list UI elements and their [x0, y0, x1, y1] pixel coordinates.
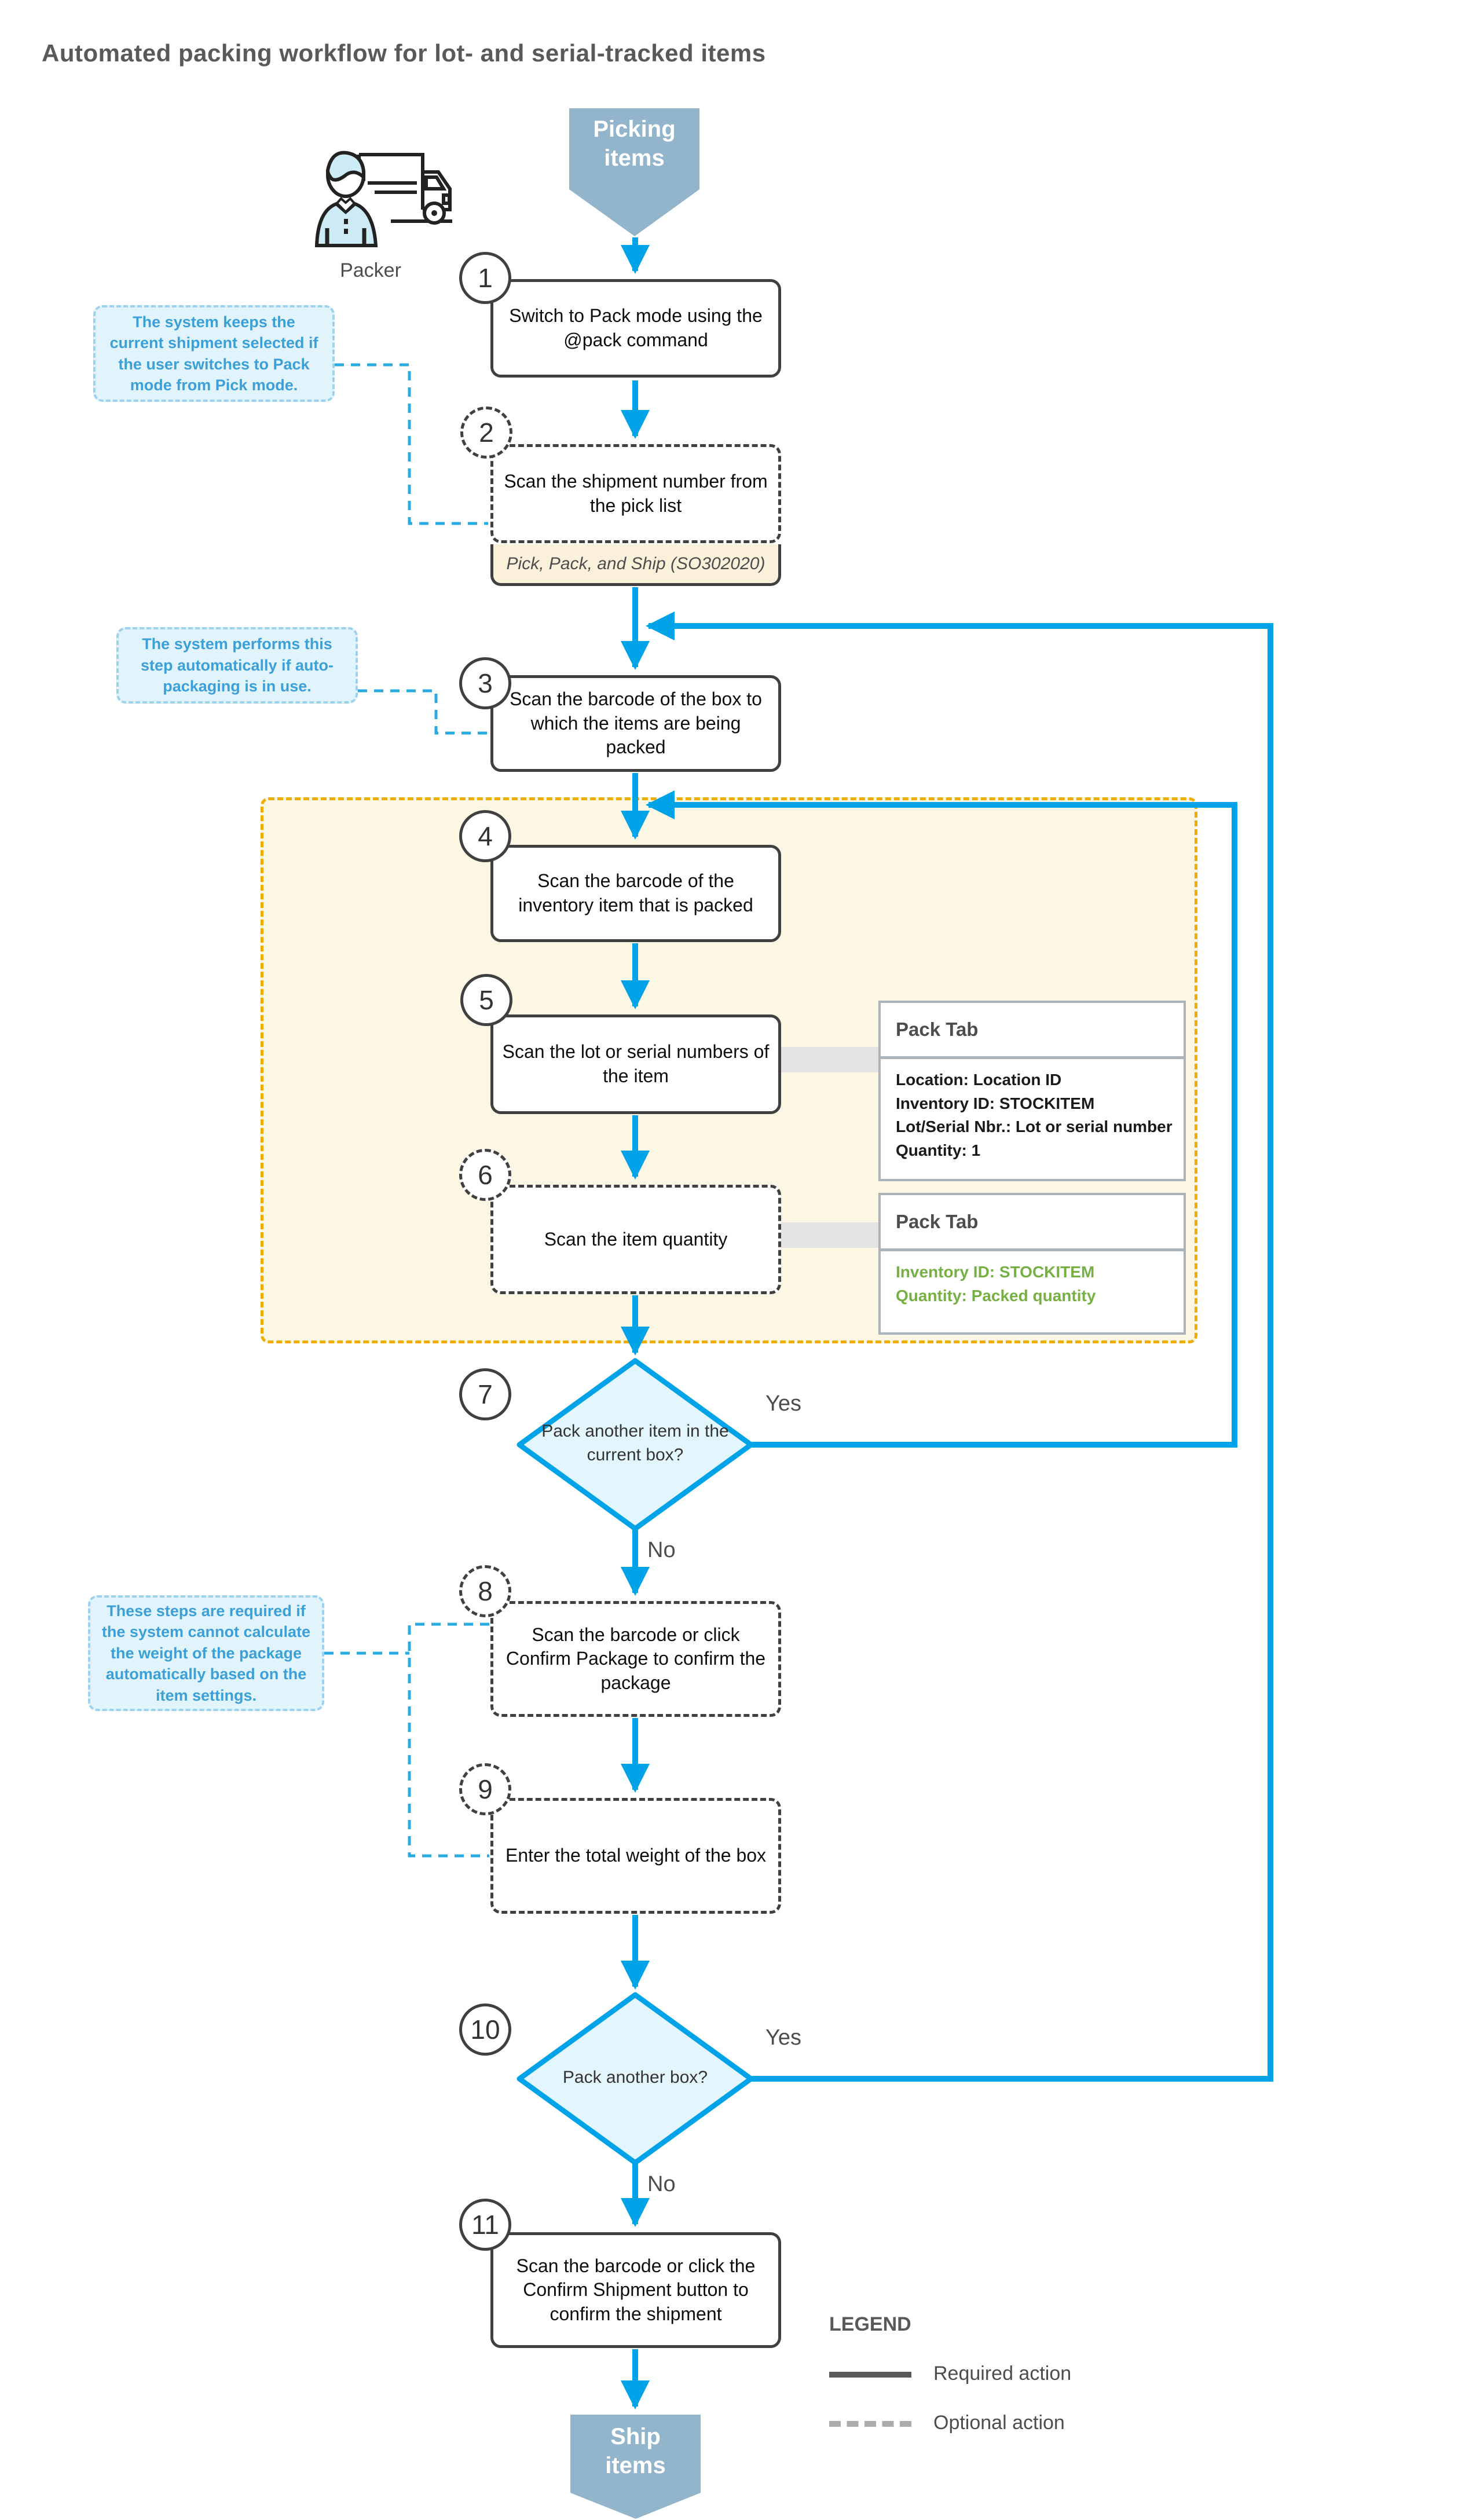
legend-optional-label: Optional action	[933, 2412, 1065, 2434]
callout-line: Location: Location ID	[896, 1071, 1062, 1089]
pack-tab-callout-quantity: Pack Tab Inventory ID: STOCKITEM Quantit…	[878, 1193, 1186, 1335]
step-number-10: 10	[459, 2003, 511, 2056]
decision-pack-another-item	[516, 1358, 754, 1532]
yes-label-item: Yes	[765, 1391, 801, 1416]
step-box-scan-box-barcode: Scan the barcode of the box to which the…	[490, 675, 781, 772]
step-box-scan-lot-serial: Scan the lot or serial numbers of the it…	[490, 1014, 781, 1114]
pack-tab-title: Pack Tab	[881, 1003, 1184, 1059]
legend-title: LEGEND	[829, 2313, 911, 2335]
step-box-confirm-shipment: Scan the barcode or click the Confirm Sh…	[490, 2232, 781, 2348]
callout-line: Quantity: Packed quantity	[896, 1286, 1096, 1305]
no-label-box: No	[647, 2172, 676, 2196]
step-number-11: 11	[459, 2199, 511, 2251]
no-label-item: No	[647, 1538, 676, 1562]
packer-label: Packer	[340, 259, 401, 281]
step-box-scan-item-quantity: Scan the item quantity	[490, 1185, 781, 1294]
loop-pack-another-box	[646, 611, 1273, 2082]
step-number-5: 5	[460, 974, 512, 1026]
callout-line: Lot/Serial Nbr.: Lot or serial number	[896, 1118, 1173, 1136]
step-number-2: 2	[460, 406, 512, 459]
callout-line: Inventory ID: STOCKITEM	[896, 1094, 1095, 1112]
note-shipment-selected: The system keeps the current shipment se…	[93, 305, 335, 402]
callout-line: Inventory ID: STOCKITEM	[896, 1263, 1095, 1281]
end-terminal-label: Ship items	[605, 2424, 666, 2478]
legend-required-label: Required action	[933, 2362, 1072, 2385]
legend-required-line	[829, 2372, 911, 2378]
step-box-switch-pack-mode: Switch to Pack mode using the @pack comm…	[490, 279, 781, 378]
decision-pack-another-box	[516, 1992, 754, 2166]
step-number-4: 4	[459, 810, 511, 862]
end-terminal-shape	[570, 2415, 701, 2519]
step-number-8: 8	[459, 1565, 511, 1617]
packer-icon	[314, 151, 452, 247]
callout-connector-2	[781, 1222, 878, 1248]
step-number-3: 3	[459, 657, 511, 709]
start-terminal-label: Picking items	[593, 116, 676, 171]
note-weight-required: These steps are required if the system c…	[88, 1595, 324, 1711]
step-number-9: 9	[459, 1763, 511, 1815]
step-box-enter-weight: Enter the total weight of the box	[490, 1798, 781, 1914]
step-box-scan-item-barcode: Scan the barcode of the inventory item t…	[490, 845, 781, 942]
decision-label-pack-another-item: Pack another item in the current box?	[541, 1422, 729, 1464]
step-number-7: 7	[459, 1368, 511, 1420]
note-auto-packaging: The system performs this step automatica…	[116, 627, 358, 704]
screen-reference: Pick, Pack, and Ship (SO302020)	[490, 544, 781, 586]
loop-pack-another-item	[646, 790, 1237, 1448]
step-number-6: 6	[459, 1149, 511, 1201]
start-terminal-shape	[569, 108, 699, 236]
step-box-confirm-package: Scan the barcode or click Confirm Packag…	[490, 1601, 781, 1717]
page-title: Automated packing workflow for lot- and …	[42, 39, 766, 67]
loop-lines	[646, 611, 1273, 2082]
pack-tab-title: Pack Tab	[881, 1195, 1184, 1251]
step-number-1: 1	[459, 252, 511, 304]
decision-label-pack-another-box: Pack another box?	[562, 2068, 708, 2087]
callout-connector-1	[781, 1047, 878, 1072]
yes-label-box: Yes	[765, 2025, 801, 2050]
step-box-scan-shipment-number: Scan the shipment number from the pick l…	[490, 444, 781, 543]
callout-line: Quantity: 1	[896, 1141, 981, 1159]
legend-optional-line	[829, 2421, 911, 2427]
note-connectors	[324, 363, 489, 1858]
pack-tab-callout-lot-serial: Pack Tab Location: Location ID Inventory…	[878, 1001, 1186, 1181]
